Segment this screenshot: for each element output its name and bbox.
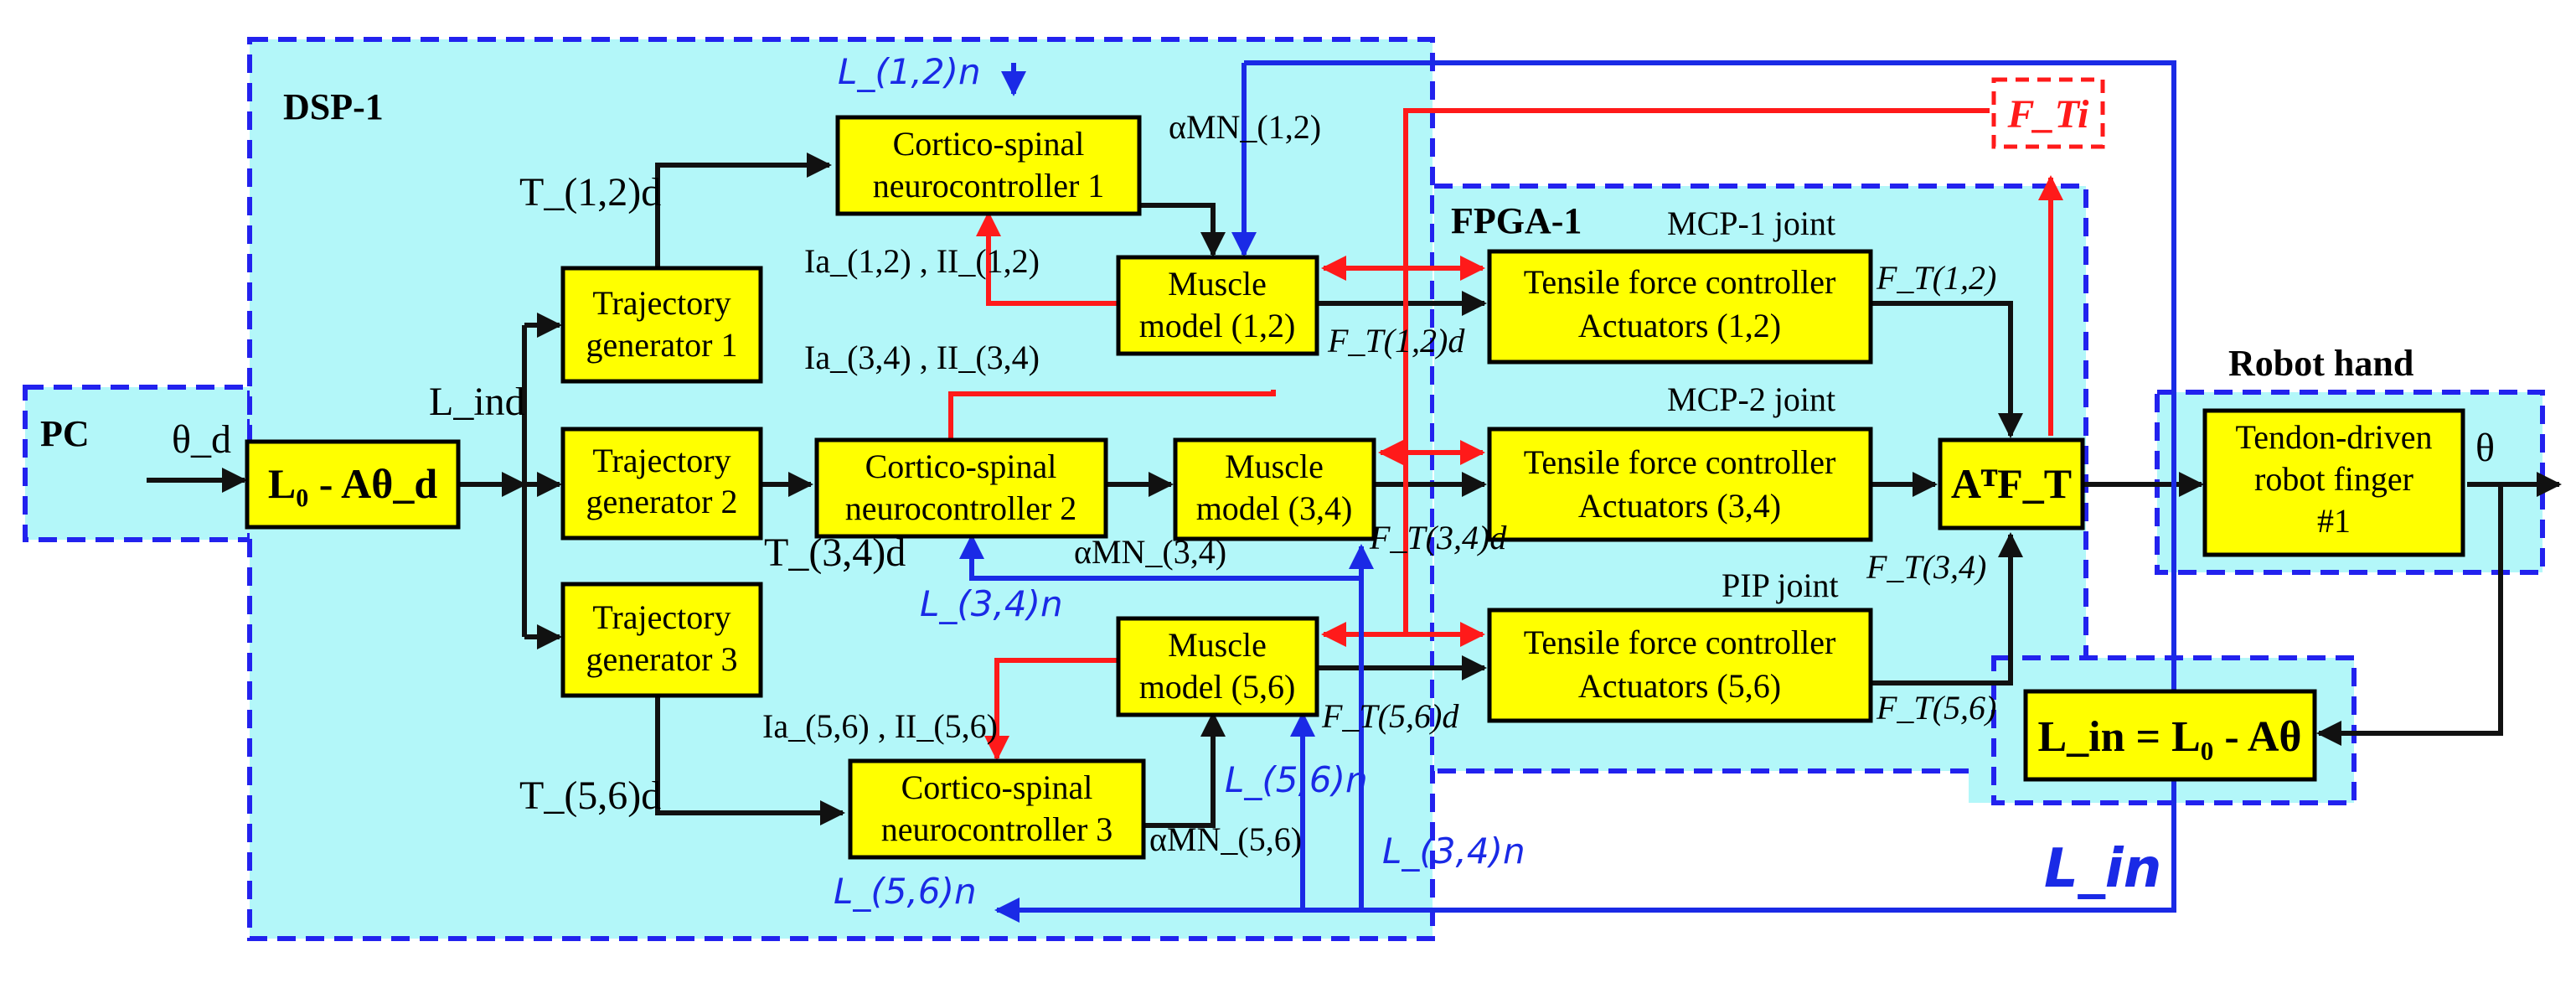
svg-text:Cortico-spinal: Cortico-spinal [865,448,1057,485]
svg-text:Tensile force controller: Tensile force controller [1524,443,1836,481]
svg-text:generator 2: generator 2 [586,483,737,520]
muscle-model-5-6: Muscle model (5,6) [1116,616,1319,717]
svg-text:Cortico-spinal: Cortico-spinal [901,768,1093,806]
ft12d-label: F_T(1,2)d [1327,322,1465,360]
svg-text:Cortico-spinal: Cortico-spinal [893,125,1085,163]
amn12-label: αMN_(1,2) [1169,108,1321,146]
pip-joint-label: PIP joint [1722,567,1839,604]
svg-text:DSP-1: DSP-1 [283,86,384,127]
lin-label: L_in [2044,838,2161,900]
svg-text:generator 1: generator 1 [586,326,737,364]
signal-wires [147,153,2562,828]
ft56d-label: F_T(5,6)d [1321,697,1459,735]
t56d-label: T_(5,6)d [519,773,661,818]
pc-region: PC [23,385,252,542]
tensile-force-controller-3-4: Tensile force controller Actuators (3,4) [1487,427,1873,542]
l12n-label: L_(1,2)n [838,51,981,92]
theta-d-label: θ_d [172,417,231,462]
fti-box: F_Ti [1991,77,2105,149]
svg-text:generator 3: generator 3 [586,640,737,678]
ft12-label: F_T(1,2) [1876,259,1996,297]
svg-text:Actuators (3,4): Actuators (3,4) [1578,487,1781,525]
cortico-spinal-neurocontroller-3: Cortico-spinal neurocontroller 3 [848,758,1146,860]
muscle-model-1-2: Muscle model (1,2) [1116,255,1319,356]
svg-text:Tensile force controller: Tensile force controller [1524,623,1836,661]
ft56-label: F_T(5,6) [1876,689,1996,727]
svg-text:Actuators (5,6): Actuators (5,6) [1578,667,1781,705]
t34d-label: T_(3,4)d [764,530,906,575]
l56n-bottom-label: L_(5,6)n [834,871,977,912]
mcp2-joint-label: MCP-2 joint [1667,380,1835,418]
svg-text:Trajectory: Trajectory [592,598,730,636]
svg-text:neurocontroller 3: neurocontroller 3 [881,810,1113,848]
robot-finger-block: Tendon-driven robot finger #1 [2202,408,2465,557]
tensile-force-controller-1-2: Tensile force controller Actuators (1,2) [1487,249,1873,365]
l56n-mid-label: L_(5,6)n [1225,759,1368,800]
svg-text:#1: #1 [2317,502,2351,540]
amn56-label: αMN_(5,6) [1149,820,1302,858]
amn34-label: αMN_(3,4) [1074,533,1226,571]
svg-text:model (1,2): model (1,2) [1139,307,1296,344]
trajectory-generator-1: Trajectory generator 1 [560,266,763,384]
svg-text:model (3,4): model (3,4) [1196,489,1353,527]
ia34-label: Ia_(3,4) , II_(3,4) [804,339,1040,376]
svg-text:neurocontroller 2: neurocontroller 2 [845,489,1077,527]
svg-text:L₀ - Aθ_d: L₀ - Aθ_d [268,460,437,507]
svg-text:Muscle: Muscle [1168,626,1267,664]
ia56-label: Ia_(5,6) , II_(5,6) [762,707,998,745]
svg-text:FPGA-1: FPGA-1 [1451,200,1582,241]
t12d-label: T_(1,2)d [519,170,661,215]
tensile-force-controller-5-6: Tensile force controller Actuators (5,6) [1487,608,1873,723]
ft34-label: F_T(3,4) [1866,548,1986,586]
svg-text:robot finger: robot finger [2254,460,2413,498]
trajectory-generator-2: Trajectory generator 2 [560,427,763,541]
atft-block: AᵀF_T [1938,437,2085,530]
svg-text:Muscle: Muscle [1168,265,1267,303]
trajectory-generator-3: Trajectory generator 3 [560,582,763,698]
theta-out-label: θ [2475,426,2495,470]
svg-text:L_in = L₀ - Aθ: L_in = L₀ - Aθ [2037,713,2301,761]
svg-text:AᵀF_T: AᵀF_T [1951,460,2072,507]
l34n-bottom-label: L_(3,4)n [1382,830,1525,872]
cortico-spinal-neurocontroller-1: Cortico-spinal neurocontroller 1 [835,115,1142,216]
ia12-label: Ia_(1,2) , II_(1,2) [804,242,1040,280]
svg-text:Tendon-driven: Tendon-driven [2236,418,2433,456]
signal-labels: θ_d θ L_ind T_(1,2)d T_(3,4)d T_(5,6)d I… [172,108,2495,858]
svg-text:F_Ti: F_Ti [2007,92,2090,137]
svg-text:Robot hand: Robot hand [2228,343,2413,384]
svg-text:PC: PC [40,413,90,454]
length-wires [959,60,2176,923]
l0-block: L₀ - Aθ_d [245,439,461,530]
length-labels: L_(1,2)n L_(3,4)n L_(5,6)n L_(5,6)n L_(3… [834,51,2161,912]
svg-text:Actuators (1,2): Actuators (1,2) [1578,307,1781,344]
svg-text:model (5,6): model (5,6) [1139,668,1296,706]
svg-text:Muscle: Muscle [1225,448,1324,485]
lin-equation-block: L_in = L₀ - Aθ [2023,689,2317,782]
l34n-left-label: L_(3,4)n [920,583,1063,624]
muscle-model-3-4: Muscle model (3,4) [1173,437,1376,541]
mcp1-joint-label: MCP-1 joint [1667,204,1835,242]
svg-text:Trajectory: Trajectory [592,442,730,479]
cortico-spinal-neurocontroller-2: Cortico-spinal neurocontroller 2 [814,437,1108,539]
svg-text:neurocontroller 1: neurocontroller 1 [873,167,1105,204]
ft34d-label: F_T(3,4)d [1369,519,1507,556]
svg-text:Trajectory: Trajectory [592,284,730,322]
lind-label: L_ind [429,380,525,424]
svg-text:Tensile force controller: Tensile force controller [1524,263,1836,301]
